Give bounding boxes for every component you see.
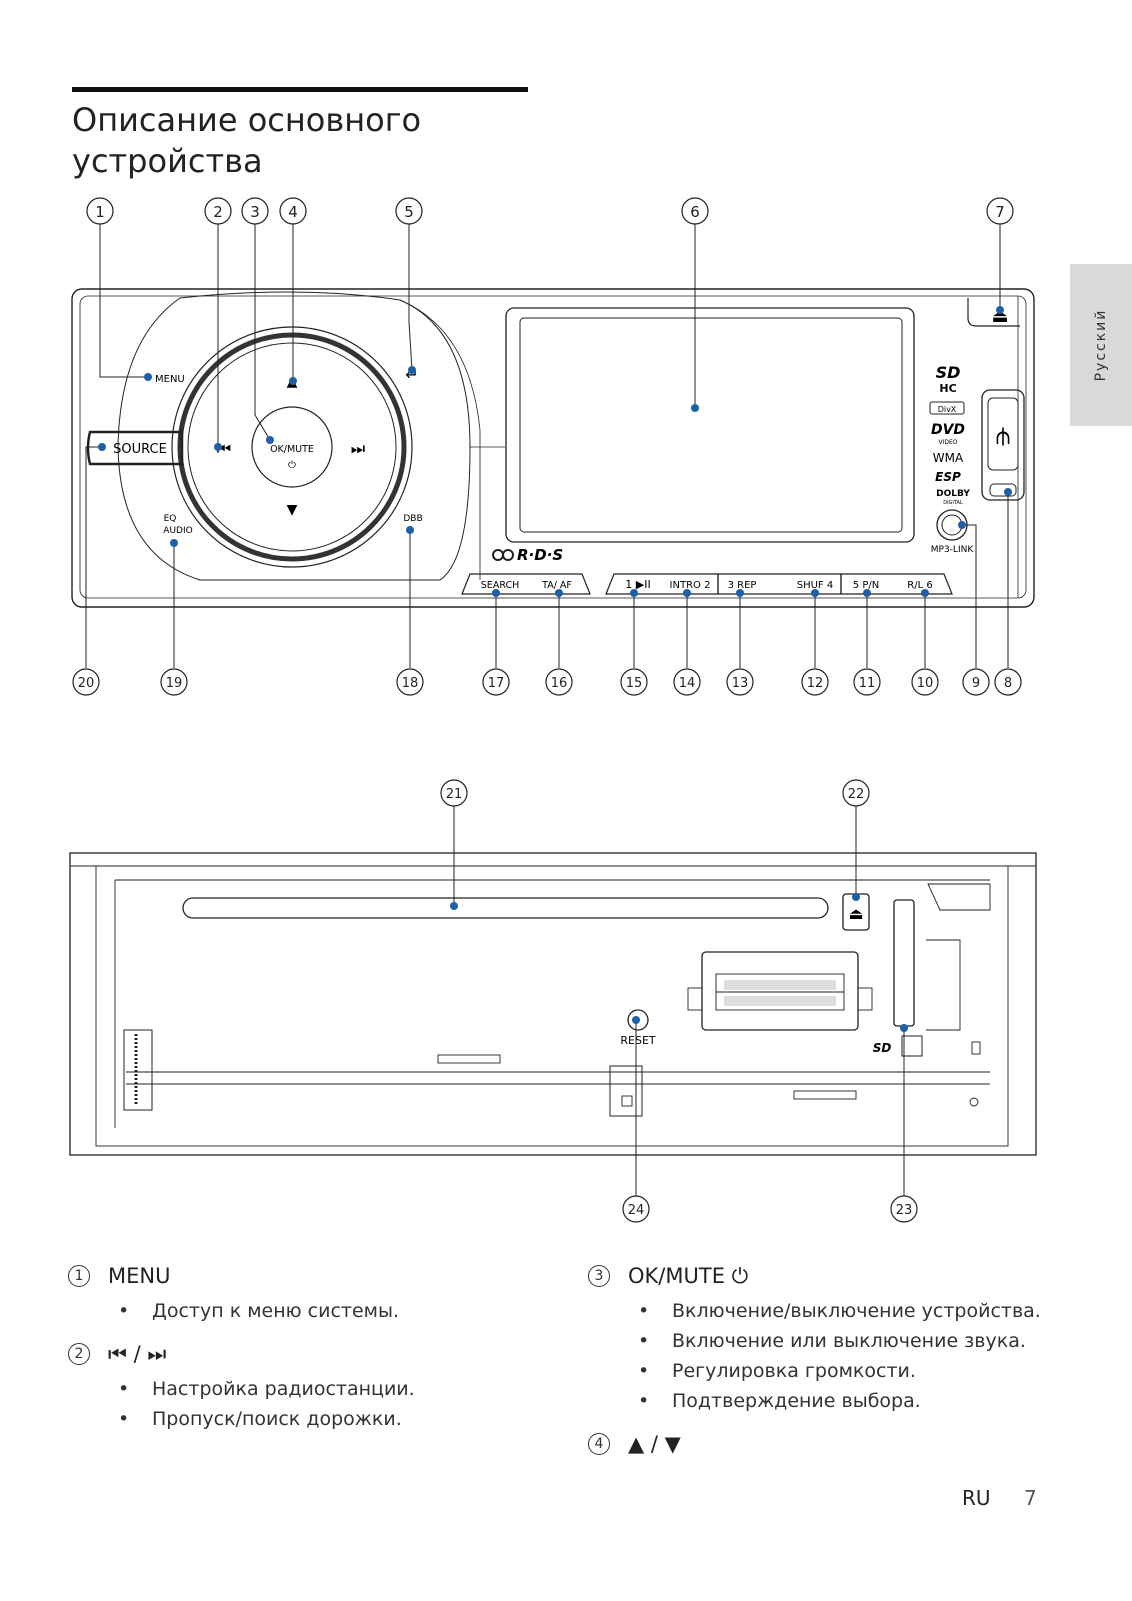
list-item: Настройка радиостанции.: [68, 1374, 538, 1404]
list-item: Включение или выключение звука.: [588, 1326, 1068, 1356]
page-title-line-2: устройства: [72, 142, 263, 180]
desc-heading: OK/MUTE ⏻: [628, 1263, 749, 1288]
desc-heading: MENU: [108, 1264, 171, 1288]
list-item: Регулировка громкости.: [588, 1356, 1068, 1386]
preset-6-label[interactable]: R/L 6: [907, 580, 932, 591]
callout-8: 8: [1004, 676, 1012, 691]
callout-9: 9: [972, 676, 980, 691]
down-arrow-icon[interactable]: ▼: [287, 502, 298, 518]
sd-logo: SD: [936, 363, 961, 382]
desc-heading: ▲ / ▼: [628, 1432, 681, 1456]
footer-lang: RU: [962, 1486, 991, 1510]
list-item: Пропуск/поиск дорожки.: [68, 1404, 538, 1434]
prev-track-icon[interactable]: ⏮: [217, 439, 231, 458]
callout-1: 1: [95, 203, 105, 221]
dvd-video-logo: VIDEO: [938, 439, 957, 446]
callout-21: 21: [446, 787, 463, 802]
desc-number: 1: [68, 1265, 90, 1287]
callout-20: 20: [78, 676, 95, 691]
callout-19: 19: [166, 676, 183, 691]
desc-list: Включение/выключение устройства. Включен…: [588, 1296, 1068, 1416]
callout-7: 7: [995, 203, 1005, 221]
desc-number: 3: [588, 1265, 610, 1287]
search-label[interactable]: SEARCH: [481, 580, 519, 591]
callout-24: 24: [628, 1203, 645, 1218]
callout-16: 16: [551, 676, 568, 691]
desc-number: 4: [588, 1433, 610, 1455]
desc-heading: ⏮ / ⏭: [108, 1341, 167, 1366]
callout-15: 15: [626, 676, 643, 691]
preset-4-label[interactable]: SHUF 4: [797, 580, 833, 591]
callout-14: 14: [679, 676, 696, 691]
list-item: Подтверждение выбора.: [588, 1386, 1068, 1416]
chassis-diagram: ⏏ RESET SD 21 22 24 23: [69, 779, 1037, 1223]
list-item: Доступ к меню системы.: [68, 1296, 538, 1326]
mp3-link-label: MP3-LINK: [931, 545, 975, 555]
source-button-label[interactable]: SOURCE: [113, 442, 167, 457]
callout-22: 22: [848, 787, 865, 802]
descriptions-right: 3 OK/MUTE ⏻ Включение/выключение устройс…: [588, 1262, 1068, 1464]
preset-2-label[interactable]: INTRO 2: [670, 580, 711, 591]
list-item: Включение/выключение устройства.: [588, 1296, 1068, 1326]
divx-logo: DivX: [938, 405, 957, 414]
descriptions-left: 1 MENU Доступ к меню системы. 2 ⏮ / ⏭ На…: [68, 1262, 538, 1448]
page-number: 7: [1024, 1486, 1037, 1510]
menu-label[interactable]: MENU: [155, 374, 185, 385]
callout-6: 6: [690, 203, 700, 221]
chassis-eject-icon[interactable]: ⏏: [848, 904, 863, 923]
desc-item-2-header: 2 ⏮ / ⏭: [68, 1340, 538, 1368]
callout-11: 11: [859, 676, 876, 691]
callout-18: 18: [402, 676, 419, 691]
usb-icon: ⫛: [996, 422, 1010, 450]
desc-list: Доступ к меню системы.: [68, 1296, 538, 1326]
dolby-logo: DOLBY: [936, 489, 970, 499]
page-title-line-1: Описание основного: [72, 101, 422, 139]
callout-17: 17: [488, 676, 505, 691]
desc-item-3-header: 3 OK/MUTE ⏻: [588, 1262, 1068, 1290]
reset-label[interactable]: RESET: [620, 1034, 656, 1047]
preset-5-label[interactable]: 5 P/N: [853, 580, 879, 591]
eject-icon[interactable]: ⏏: [991, 306, 1008, 327]
title-rule: [72, 87, 528, 92]
callout-5: 5: [404, 203, 414, 221]
ok-mute-label[interactable]: OK/MUTE: [270, 444, 314, 455]
callout-13: 13: [732, 676, 749, 691]
callout-10: 10: [917, 676, 934, 691]
rds-logo: R·D·S: [517, 546, 563, 564]
chassis-sd-logo: SD: [873, 1041, 892, 1055]
ta-af-label[interactable]: TA/ AF: [541, 580, 572, 591]
language-side-tab: Русский: [1070, 264, 1132, 426]
callout-23: 23: [896, 1203, 913, 1218]
callout-12: 12: [807, 676, 824, 691]
callout-2: 2: [213, 203, 223, 221]
eq-label[interactable]: EQ: [164, 514, 177, 524]
page-title: Описание основного устройства: [72, 100, 421, 182]
desc-item-1-header: 1 MENU: [68, 1262, 538, 1290]
esp-logo: ESP: [935, 470, 961, 484]
preset-1-label[interactable]: 1 ▶II: [625, 578, 650, 591]
wma-logo: WMA: [933, 451, 964, 465]
next-track-icon[interactable]: ⏭: [351, 439, 365, 458]
audio-label[interactable]: AUDIO: [163, 526, 192, 536]
callout-3: 3: [250, 203, 260, 221]
power-icon: ⏻: [288, 460, 296, 471]
dvd-logo: DVD: [931, 422, 965, 438]
dolby-digital-logo: DIGITAL: [943, 500, 963, 506]
hc-logo: HC: [939, 382, 956, 395]
dbb-label[interactable]: DBB: [403, 514, 422, 524]
callout-4: 4: [288, 203, 298, 221]
front-panel-diagram: ▲ ▼ ⏮ ⏭ OK/MUTE ⏻ ↵ MENU SOURCE EQ AUDIO…: [71, 197, 1035, 696]
desc-item-4-header: 4 ▲ / ▼: [588, 1430, 1068, 1458]
desc-number: 2: [68, 1343, 90, 1365]
preset-3-label[interactable]: 3 REP: [728, 580, 757, 591]
desc-list: Настройка радиостанции. Пропуск/поиск до…: [68, 1374, 538, 1434]
